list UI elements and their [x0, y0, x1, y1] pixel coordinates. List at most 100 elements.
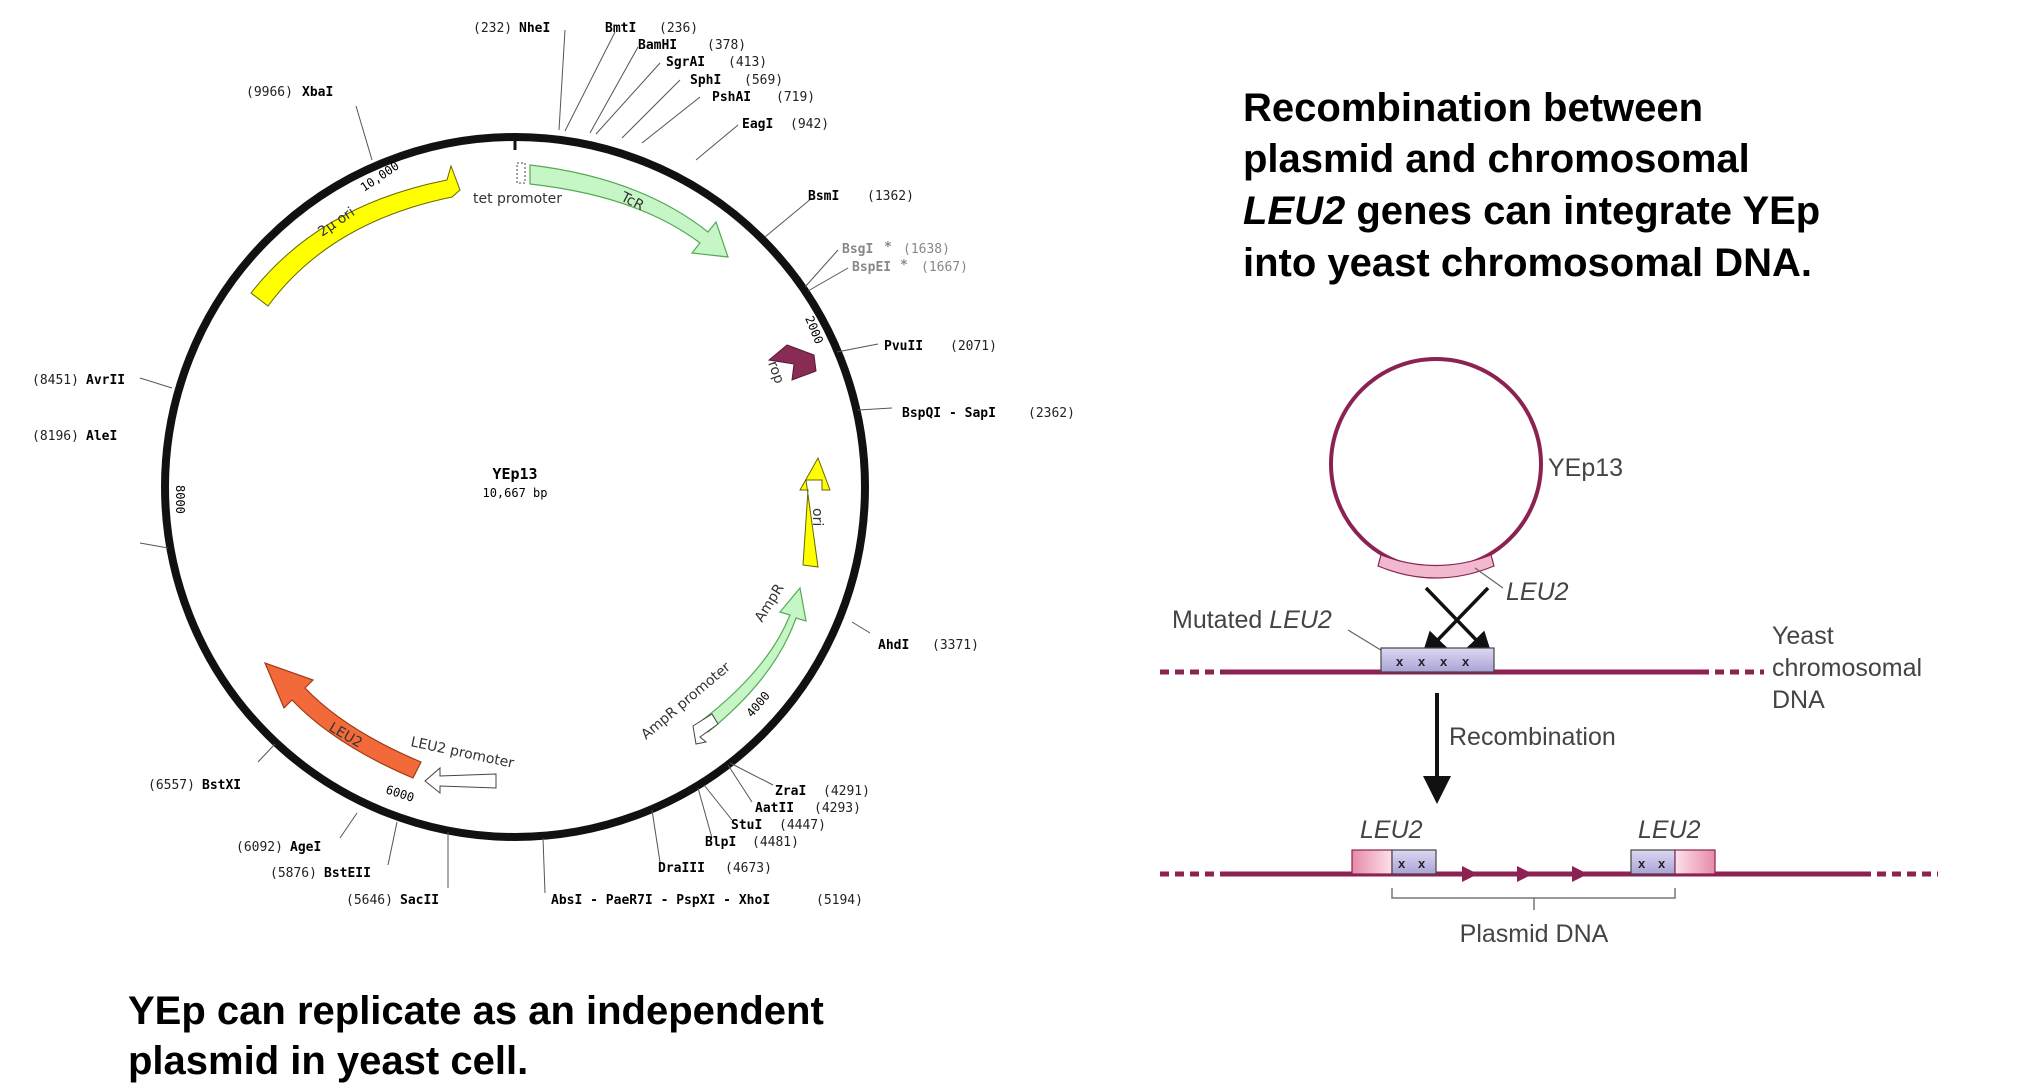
site-pos: (5876)	[270, 866, 317, 881]
site-pos: (9966)	[246, 85, 293, 100]
site-pos: (1667)	[921, 260, 968, 275]
direction-arrow	[1462, 866, 1478, 882]
plasmid-leu2-segment	[1377, 554, 1495, 579]
mutated-leu2-box	[1380, 647, 1495, 673]
site-name: SphI	[690, 73, 721, 88]
site-pos: (719)	[776, 90, 815, 105]
mutation-mark: x	[1398, 856, 1406, 871]
site-pos: (4481)	[752, 835, 799, 850]
site-name: AgeI	[290, 840, 321, 855]
plasmid-gene-label: LEU2	[1506, 578, 1569, 606]
site-name: ZraI	[775, 784, 806, 799]
restriction-site-labels: (232) NheI BmtI (236) BamHI (378) SgrAI …	[32, 21, 1075, 908]
result-gene-left-label: LEU2	[1360, 816, 1423, 844]
feature-ampr-promoter	[692, 713, 719, 745]
site-pos: (6557)	[148, 778, 195, 793]
site-pos: (3371)	[932, 638, 979, 653]
mutated-leader	[1347, 629, 1385, 653]
feature-label-leu2-promoter: LEU2 promoter	[409, 734, 515, 772]
caption-right-line-1: Recombination between	[1243, 86, 1703, 130]
result-gene-right-label: LEU2	[1638, 816, 1701, 844]
site-pos: (236)	[659, 21, 698, 36]
site-name: BsmI	[808, 189, 839, 204]
chromosome-label-line-1: Yeast	[1772, 622, 1834, 650]
site-name: BspQI - SapI	[902, 406, 996, 421]
feature-label-ori: ori	[809, 508, 825, 526]
site-pos: (5646)	[346, 893, 393, 908]
caption-right-line-3: LEU2 genes can integrate YEp	[1243, 189, 1820, 233]
feature-rop-arrow	[767, 344, 817, 381]
plasmid-label: YEp13	[1548, 454, 1623, 482]
site-name: AvrII	[86, 373, 125, 388]
crossover-line-2	[1421, 586, 1490, 657]
result-leu2-left-box	[1351, 849, 1393, 875]
site-pos: (4447)	[779, 818, 826, 833]
recombination-diagram: YEp13 LEU2 Mutated LEU2 x x x x Yeast ch…	[1160, 357, 1938, 948]
feature-label-rop: rop	[764, 359, 787, 386]
feature-leu2-arrow	[263, 661, 422, 779]
tick-label-8000: 8000	[173, 485, 187, 514]
mutation-mark: x	[1638, 856, 1646, 871]
site-name: BmtI	[605, 21, 636, 36]
site-name: BspEI	[852, 260, 891, 275]
site-name: NheI	[519, 21, 550, 36]
site-name: BstXI	[202, 778, 241, 793]
site-name: StuI	[731, 818, 762, 833]
plasmid-name: YEp13	[492, 465, 537, 483]
site-name: SacII	[400, 893, 439, 908]
site-pos: (8451)	[32, 373, 79, 388]
feature-tet-promoter	[516, 162, 526, 184]
chromosome-label-line-2: chromosomal	[1772, 654, 1922, 682]
mutated-gene: LEU2	[1269, 606, 1332, 634]
mutation-mark: x	[1440, 654, 1448, 669]
feature-tcr-arrow	[529, 164, 729, 258]
site-star-mark: *	[884, 240, 892, 255]
site-name: AbsI - PaeR7I - PspXI - XhoI	[551, 893, 770, 908]
site-pos: (1362)	[867, 189, 914, 204]
feature-ori-arrow	[799, 456, 831, 568]
yep13-plasmid-circle	[1329, 357, 1543, 571]
site-name: AleI	[86, 429, 117, 444]
plasmid-map: YEp13 10,667 bp 10,000 2000 4000 6000 80…	[32, 21, 1075, 908]
site-name: BsgI	[842, 242, 873, 257]
plasmid-dna-bracket	[1391, 888, 1676, 910]
plasmid-size: 10,667 bp	[482, 486, 547, 500]
result-leu2-right-box	[1674, 849, 1716, 875]
site-pos: (232)	[473, 21, 512, 36]
result-mutated-left-box	[1391, 849, 1437, 875]
plasmid-leu2-leader	[1474, 567, 1504, 589]
tick-label-6000: 6000	[384, 783, 416, 805]
site-pos: (4673)	[725, 861, 772, 876]
site-name: EagI	[742, 117, 773, 132]
site-name: BlpI	[705, 835, 736, 850]
site-pos: (4293)	[814, 801, 861, 816]
mutated-prefix: Mutated	[1172, 606, 1269, 634]
chromosome-label-line-3: DNA	[1772, 686, 1825, 714]
caption-right-line-4: into yeast chromosomal DNA.	[1243, 241, 1812, 285]
site-pos: (413)	[728, 55, 767, 70]
site-leader-lines	[139, 29, 893, 894]
caption-left-line-2: plasmid in yeast cell.	[128, 1039, 528, 1083]
site-pos: (5194)	[816, 893, 863, 908]
mutated-label: Mutated LEU2	[1172, 606, 1332, 634]
site-pos: (378)	[707, 38, 746, 53]
feature-label-ampr-promoter: AmpR promoter	[638, 659, 734, 743]
site-name: PvuII	[884, 339, 923, 354]
mutation-mark: x	[1462, 654, 1470, 669]
feature-2u-ori-arrow	[250, 164, 461, 307]
caption-right-gene: LEU2	[1243, 189, 1345, 233]
site-pos: (2071)	[950, 339, 997, 354]
site-pos: (8196)	[32, 429, 79, 444]
caption-right-line-2: plasmid and chromosomal	[1243, 137, 1750, 181]
site-name: AatII	[755, 801, 794, 816]
site-pos: (942)	[790, 117, 829, 132]
site-pos: (1638)	[903, 242, 950, 257]
site-pos: (569)	[744, 73, 783, 88]
feature-label-tet-promoter: tet promoter	[473, 191, 562, 207]
caption-left-line-1: YEp can replicate as an independent	[128, 989, 824, 1033]
site-pos: (2362)	[1028, 406, 1075, 421]
site-name: DraIII	[658, 861, 705, 876]
site-pos: (4291)	[823, 784, 870, 799]
feature-leu2-promoter	[424, 766, 497, 795]
